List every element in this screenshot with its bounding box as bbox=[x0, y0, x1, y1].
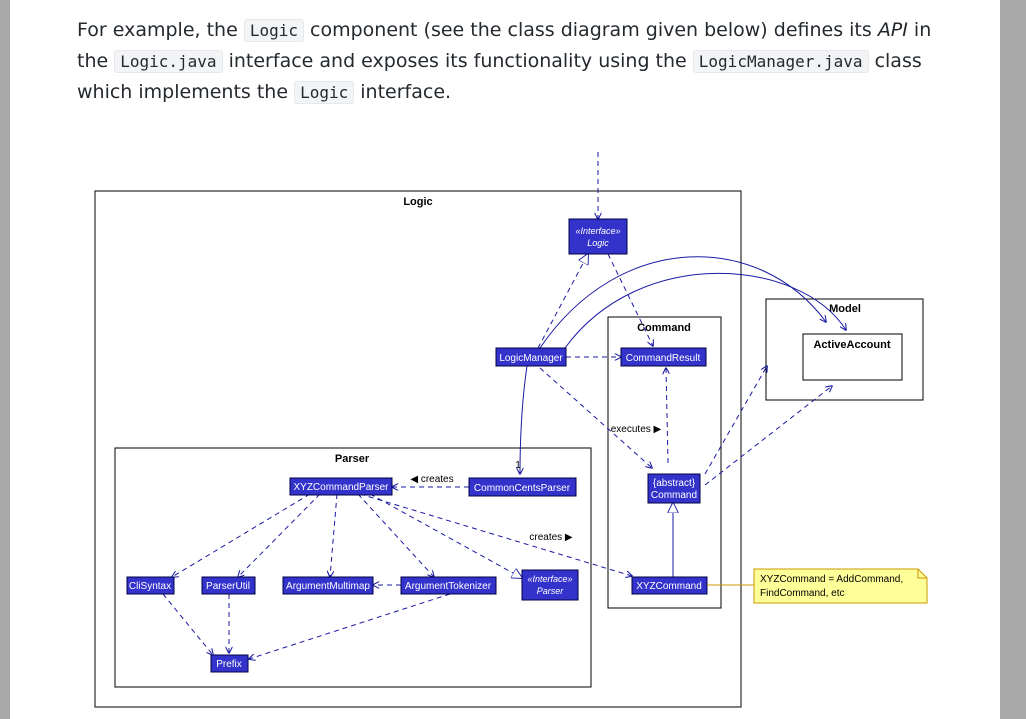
intro-paragraph: For example, the Logic component (see th… bbox=[77, 15, 957, 108]
xyz-command-parser-label: XYZCommandParser bbox=[293, 482, 389, 493]
class-cli-syntax: CliSyntax bbox=[126, 576, 175, 595]
package-logic: Logic bbox=[94, 190, 742, 708]
class-parser-util: ParserUtil bbox=[201, 576, 256, 595]
note-line-1: XYZCommand = AddCommand, bbox=[760, 574, 903, 585]
edge-command-activeaccount bbox=[704, 386, 832, 486]
class-interface-logic: «Interface» Logic bbox=[568, 218, 628, 255]
class-command-result: CommandResult bbox=[620, 347, 707, 367]
interface-parser-name: Parser bbox=[537, 586, 565, 596]
xyz-command-label: XYZCommand bbox=[636, 581, 702, 592]
code-logicmanager-java: LogicManager.java bbox=[692, 50, 869, 73]
class-abstract-command: {abstract} Command bbox=[647, 473, 701, 504]
active-account-title: ActiveAccount bbox=[813, 339, 890, 351]
class-argument-multimap: ArgumentMultimap bbox=[282, 576, 374, 595]
package-model-title: Model bbox=[829, 303, 861, 315]
edge-xyzcommandparser-parserutil bbox=[238, 493, 321, 577]
abstract-command-name: Command bbox=[651, 490, 697, 501]
interface-logic-stereotype: «Interface» bbox=[575, 226, 620, 236]
package-command: Command bbox=[607, 316, 722, 609]
parser-util-label: ParserUtil bbox=[206, 581, 250, 592]
package-parser: Parser bbox=[114, 447, 592, 688]
edge-clisyntax-prefix bbox=[162, 593, 213, 655]
edge-argumenttokenizer-prefix bbox=[249, 593, 451, 659]
paragraph-text: For example, the bbox=[77, 19, 244, 41]
label-multiplicity: 1 bbox=[515, 460, 521, 471]
note-line-2: FindCommand, etc bbox=[760, 588, 844, 599]
argument-multimap-label: ArgumentMultimap bbox=[286, 581, 370, 592]
active-account-box bbox=[802, 333, 903, 381]
interface-logic-name: Logic bbox=[587, 238, 609, 248]
code-logic-2: Logic bbox=[294, 81, 355, 104]
edge-logicmanager-command bbox=[539, 367, 652, 468]
edge-logicmanager-commoncentsparser bbox=[520, 365, 528, 474]
edge-command-model bbox=[704, 366, 767, 475]
class-xyz-command-parser: XYZCommandParser bbox=[289, 477, 393, 496]
package-command-title: Command bbox=[637, 322, 691, 334]
class-interface-parser: «Interface» Parser bbox=[521, 569, 579, 601]
class-prefix: Prefix bbox=[210, 654, 249, 673]
edge-xyzcommandparser-argumenttokenizer bbox=[357, 493, 434, 577]
package-parser-title: Parser bbox=[335, 453, 370, 465]
paragraph-text: interface. bbox=[354, 81, 452, 103]
edges bbox=[162, 152, 846, 659]
paragraph-text: interface and exposes its functionality … bbox=[222, 50, 693, 72]
edge-xyzcommandparser-realizes-parser bbox=[369, 493, 522, 578]
argument-tokenizer-label: ArgumentTokenizer bbox=[405, 581, 492, 592]
prefix-label: Prefix bbox=[216, 659, 242, 670]
common-cents-parser-label: CommonCentsParser bbox=[474, 483, 571, 494]
label-creates-right: creates ▶ bbox=[529, 532, 573, 543]
label-creates-left: ◀ creates bbox=[410, 474, 453, 485]
class-logic-manager: LogicManager bbox=[495, 347, 567, 367]
edge-command-commandresult bbox=[666, 368, 668, 464]
class-argument-tokenizer: ArgumentTokenizer bbox=[400, 576, 497, 595]
edge-logicmanager-activeaccount bbox=[564, 272, 846, 349]
command-result-label: CommandResult bbox=[626, 353, 701, 364]
note-xyzcommand: XYZCommand = AddCommand, FindCommand, et… bbox=[707, 568, 928, 604]
cli-syntax-label: CliSyntax bbox=[129, 581, 171, 592]
code-logic-java: Logic.java bbox=[114, 50, 223, 73]
paragraph-text: in the bbox=[77, 19, 932, 72]
edge-logicmanager-model bbox=[539, 256, 826, 349]
edge-logic-commandresult bbox=[607, 253, 653, 346]
interface-parser-stereotype: «Interface» bbox=[527, 574, 572, 584]
label-executes: executes ▶ bbox=[611, 424, 662, 435]
edge-xyzcommandparser-clisyntax bbox=[172, 493, 311, 577]
package-model: Model ActiveAccount bbox=[765, 298, 924, 401]
logic-manager-label: LogicManager bbox=[499, 353, 563, 364]
api-emphasis: API bbox=[877, 19, 908, 41]
class-common-cents-parser: CommonCentsParser bbox=[468, 477, 577, 497]
paragraph-text: class which implements the bbox=[77, 50, 922, 103]
class-xyz-command: XYZCommand bbox=[631, 576, 708, 595]
edge-logicmanager-realizes-logic bbox=[537, 254, 588, 349]
package-logic-title: Logic bbox=[403, 196, 432, 208]
code-logic: Logic bbox=[243, 19, 304, 42]
abstract-command-stereotype: {abstract} bbox=[653, 478, 696, 489]
edge-xyzcommandparser-xyzcommand bbox=[359, 493, 632, 576]
paragraph-text: component (see the class diagram given b… bbox=[303, 19, 878, 41]
edge-xyzcommandparser-argumentmultimap bbox=[330, 493, 338, 577]
